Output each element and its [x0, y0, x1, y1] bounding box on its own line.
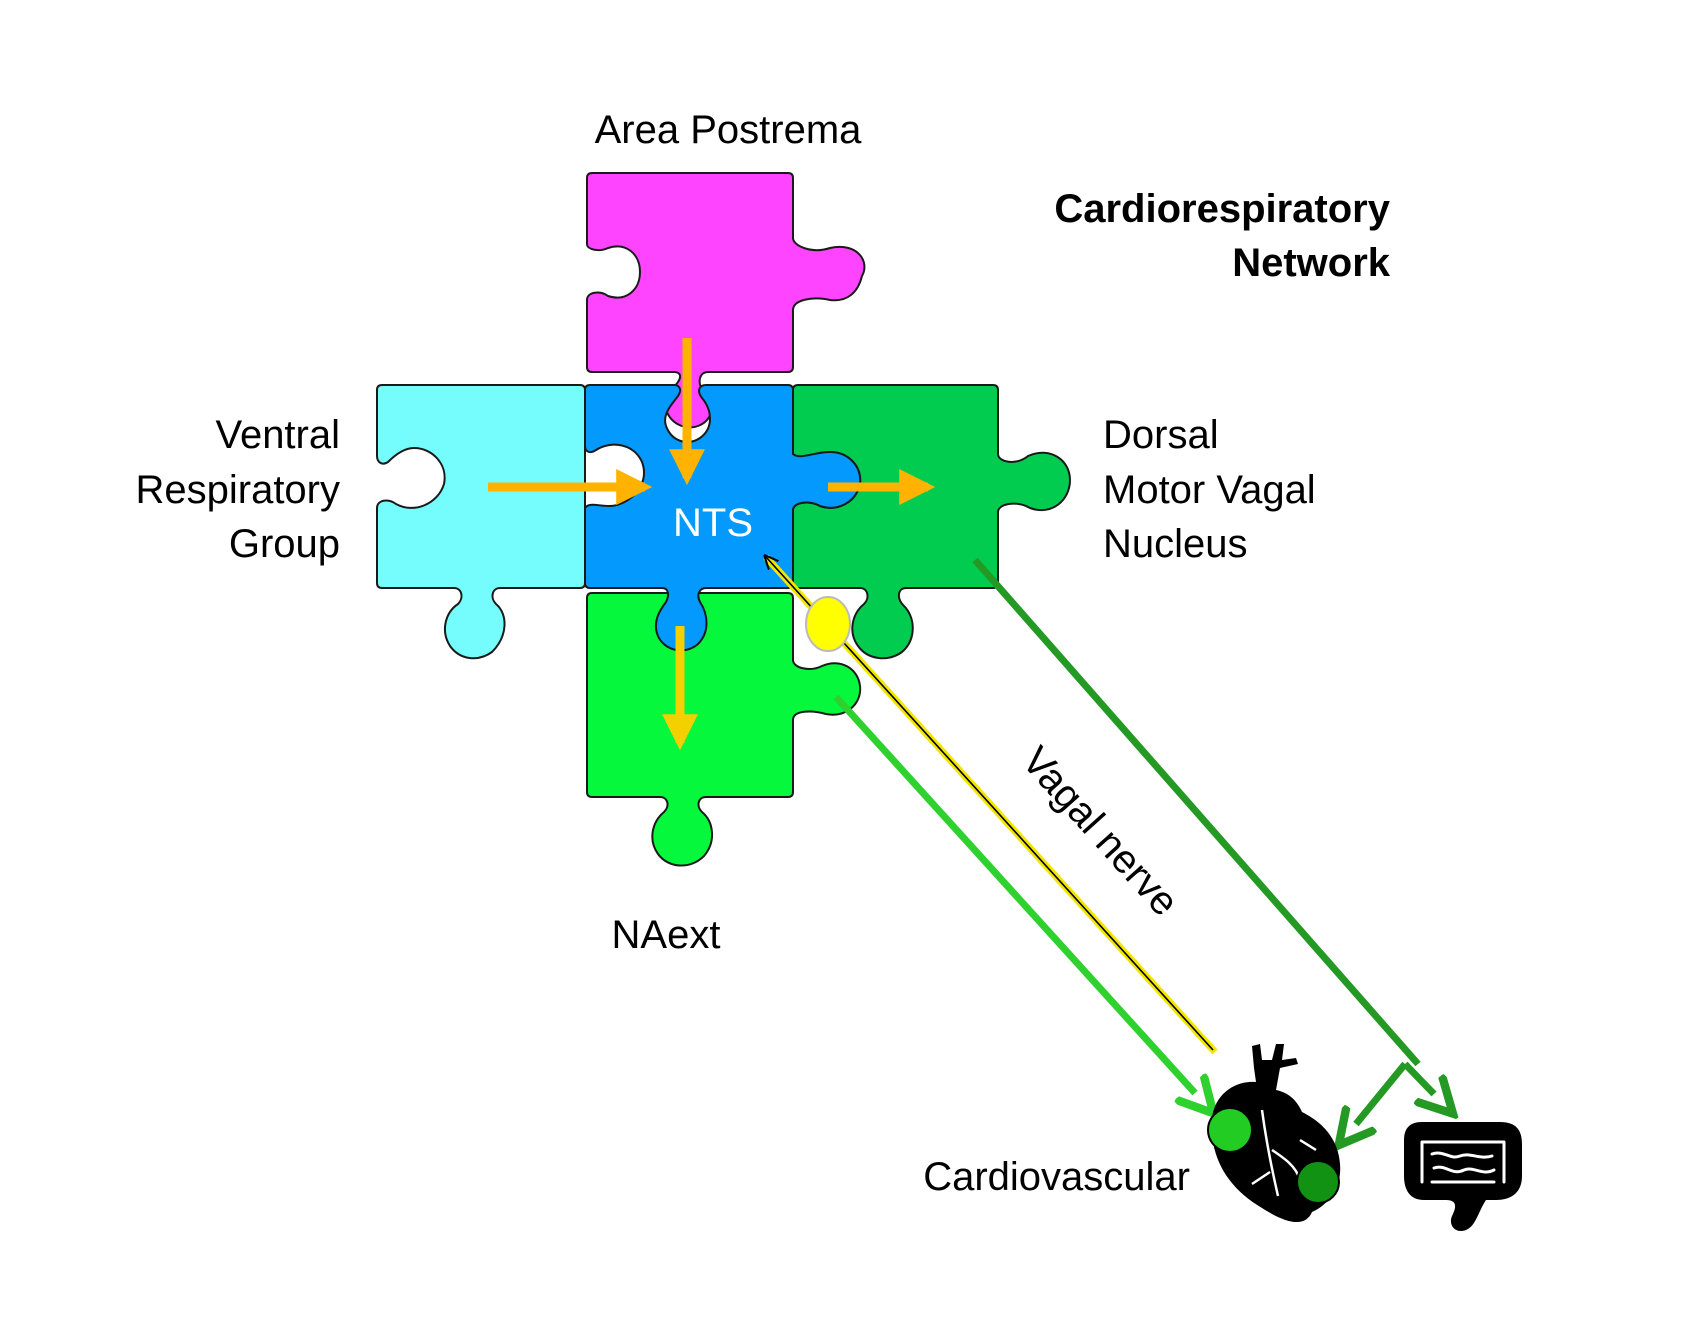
cardiac-node-light [1207, 1107, 1253, 1153]
nodose-ganglion [805, 596, 851, 652]
ventral-respiratory-group-piece [376, 384, 586, 660]
cardiovascular-label: Cardiovascular [923, 1155, 1190, 1199]
projection-naext-to-heart [833, 694, 1195, 1093]
dorsal-motor-vagal-nucleus-label-line2: Motor Vagal [1103, 468, 1316, 512]
heart-icon [1207, 1044, 1341, 1223]
projection-dmv-trunk [972, 557, 1421, 1067]
diagram-title-line1: Cardiorespiratory [1054, 187, 1390, 231]
projection-dmv-to-intestine [1402, 1061, 1434, 1094]
naext-label: NAext [612, 913, 721, 957]
area-postrema-label: Area Postrema [595, 108, 863, 152]
projection-dmv-to-heart [1356, 1061, 1408, 1124]
intestine-icon [1404, 1122, 1522, 1232]
diagram-title-line2: Network [1232, 241, 1391, 285]
ventral-respiratory-group-label-line3: Group [229, 522, 340, 566]
cardiac-node-dark [1296, 1160, 1340, 1204]
dorsal-motor-vagal-nucleus-label-line1: Dorsal [1103, 413, 1219, 457]
ventral-respiratory-group-label-line2: Respiratory [135, 468, 340, 512]
nts-label: NTS [673, 501, 753, 545]
ventral-respiratory-group-label-line1: Ventral [215, 413, 340, 457]
naext-piece [586, 592, 862, 867]
dorsal-motor-vagal-nucleus-label-line3: Nucleus [1103, 522, 1248, 566]
